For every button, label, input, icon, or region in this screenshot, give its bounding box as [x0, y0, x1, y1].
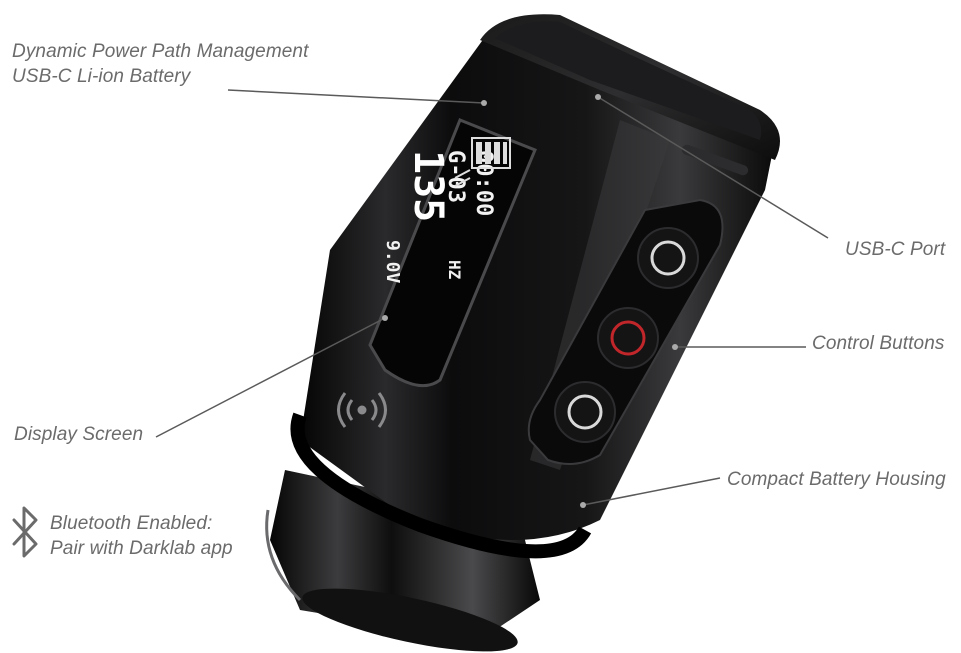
wireless-signal-icon — [337, 392, 387, 428]
screen-time: 00:00 — [471, 150, 496, 216]
screen-voltage: 9.0V — [382, 240, 403, 284]
screen-freq: HZ — [445, 260, 464, 280]
control-button-bottom[interactable] — [554, 381, 616, 443]
bluetooth-icon — [12, 506, 38, 558]
screen-duty: G-03 — [443, 150, 468, 203]
usbc-port — [681, 144, 749, 176]
battery-level-icon — [471, 137, 511, 169]
callout-usbc-port: USB-C Port — [845, 239, 946, 260]
leader-lines — [155, 89, 829, 508]
o-ring — [290, 412, 592, 559]
callout-bluetooth-line2: Pair with Darklab app — [50, 538, 233, 559]
timer-icon — [454, 169, 471, 187]
control-button-top[interactable] — [637, 227, 699, 289]
callout-control-buttons: Control Buttons — [812, 333, 945, 354]
callout-power-management: Dynamic Power Path Management USB-C Li-i… — [12, 39, 308, 89]
callout-battery-housing: Compact Battery Housing — [727, 469, 946, 490]
callout-power-line1: Dynamic Power Path Management — [12, 41, 309, 62]
callout-power-line2: USB-C Li-ion Battery — [12, 66, 191, 87]
battery-body — [300, 14, 780, 540]
callout-display-screen: Display Screen — [14, 424, 144, 445]
control-button-center[interactable] — [597, 307, 659, 369]
screen-big-digits: 135 — [405, 150, 451, 222]
callout-bluetooth: Bluetooth Enabled: Pair with Darklab app — [50, 511, 233, 561]
callout-bluetooth-line1: Bluetooth Enabled: — [50, 513, 213, 534]
display-screen: 00:00 G-03 135 9.0V HZ — [368, 118, 537, 388]
